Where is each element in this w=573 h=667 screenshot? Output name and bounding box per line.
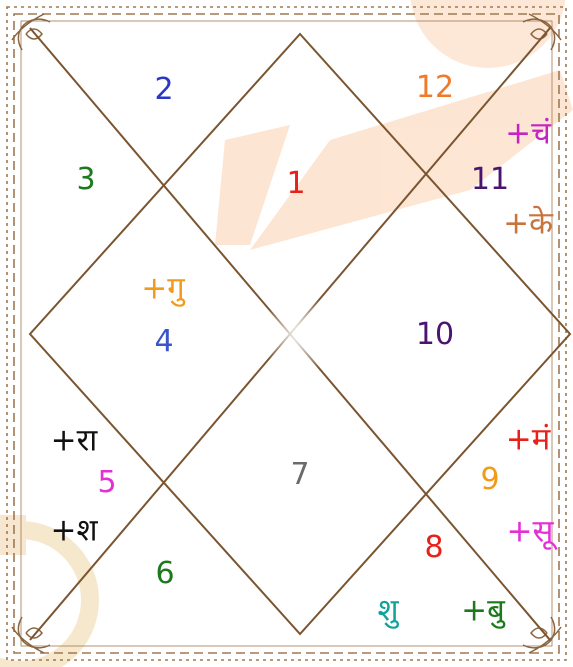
house-2-number: 2	[154, 75, 173, 105]
planet-chandra: +चं	[505, 119, 551, 150]
house-11-number: 11	[471, 165, 509, 195]
planet-shukra: शु	[377, 596, 398, 627]
house-8-number: 8	[424, 533, 443, 563]
center-glow	[260, 294, 340, 374]
planet-surya: +सू	[507, 517, 554, 548]
planet-shani: +श	[50, 516, 97, 547]
planet-ketu: +के	[503, 209, 553, 240]
planet-guru: +गु	[141, 274, 184, 305]
planet-mangal: +मं	[506, 425, 551, 456]
planet-rahu: +रा	[51, 426, 98, 457]
house-10-number: 10	[416, 320, 454, 350]
house-6-number: 6	[155, 559, 174, 589]
house-12-number: 12	[416, 73, 454, 103]
planet-budh: +बु	[461, 596, 505, 627]
house-4-number: 4	[154, 327, 173, 357]
house-9-number: 9	[480, 465, 499, 495]
house-7-number: 7	[290, 460, 309, 490]
house-1-number: 1	[286, 169, 305, 199]
house-5-number: 5	[97, 468, 116, 498]
house-3-number: 3	[76, 165, 95, 195]
